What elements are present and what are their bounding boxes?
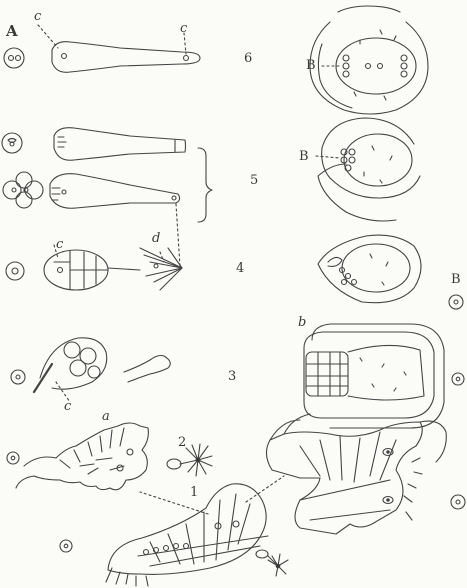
cross-section-row3 bbox=[11, 370, 25, 384]
label-c-top-right: c bbox=[180, 22, 187, 35]
ovule-stage6 bbox=[310, 6, 428, 114]
section-B-circle-1 bbox=[449, 295, 463, 309]
stage1-prothallium bbox=[106, 484, 268, 586]
section-B-circle-2 bbox=[452, 373, 464, 385]
stage-number-1: 1 bbox=[190, 486, 198, 499]
ovule-stage5 bbox=[318, 118, 420, 221]
stage1-link-right bbox=[246, 476, 284, 502]
ovule-stage3 bbox=[304, 324, 444, 428]
label-B-mid: B bbox=[299, 150, 309, 163]
stage-number-3: 3 bbox=[228, 370, 236, 383]
cross-section-row6 bbox=[4, 48, 24, 68]
stage1b-mass bbox=[266, 414, 446, 534]
label-c-top-left: c bbox=[34, 10, 41, 23]
stage5-club-upper bbox=[54, 128, 186, 161]
section-A-label: A bbox=[6, 24, 18, 39]
stage-number-4: 4 bbox=[236, 262, 244, 275]
section-B-circle-3 bbox=[451, 495, 465, 509]
label-a-stage1: a bbox=[102, 410, 110, 423]
label-d-stage4: d bbox=[152, 232, 160, 245]
stage-number-5: 5 bbox=[250, 174, 258, 187]
label-b-stage3: b bbox=[298, 316, 306, 329]
cross-section-row1 bbox=[60, 540, 72, 552]
section-B-label: B bbox=[451, 273, 461, 286]
stage5-brace bbox=[198, 148, 212, 222]
stage5-club-lower bbox=[50, 174, 180, 209]
cross-section-row2 bbox=[7, 452, 19, 464]
stage2-sprout bbox=[167, 444, 212, 476]
cross-section-row4 bbox=[6, 262, 24, 280]
stage3-squiggle bbox=[124, 356, 170, 383]
B-mid-leader bbox=[316, 156, 340, 158]
stage-number-2: 2 bbox=[178, 436, 186, 449]
stage5-dotted-link bbox=[176, 204, 180, 266]
stage4-threads bbox=[140, 248, 182, 290]
label-c-stage4: c bbox=[56, 238, 63, 251]
label-c-stage3: c bbox=[64, 400, 71, 413]
cross-section-row5b bbox=[3, 172, 43, 208]
ovule-stage4 bbox=[318, 235, 421, 303]
label-B-top: B bbox=[306, 59, 316, 72]
stage1a-mass bbox=[16, 423, 148, 490]
stage3-mass bbox=[34, 338, 107, 402]
cross-section-row5a bbox=[2, 133, 22, 153]
stage1-small-sprout bbox=[256, 550, 288, 576]
stage-number-6: 6 bbox=[244, 52, 252, 65]
stage6-club bbox=[38, 25, 200, 72]
